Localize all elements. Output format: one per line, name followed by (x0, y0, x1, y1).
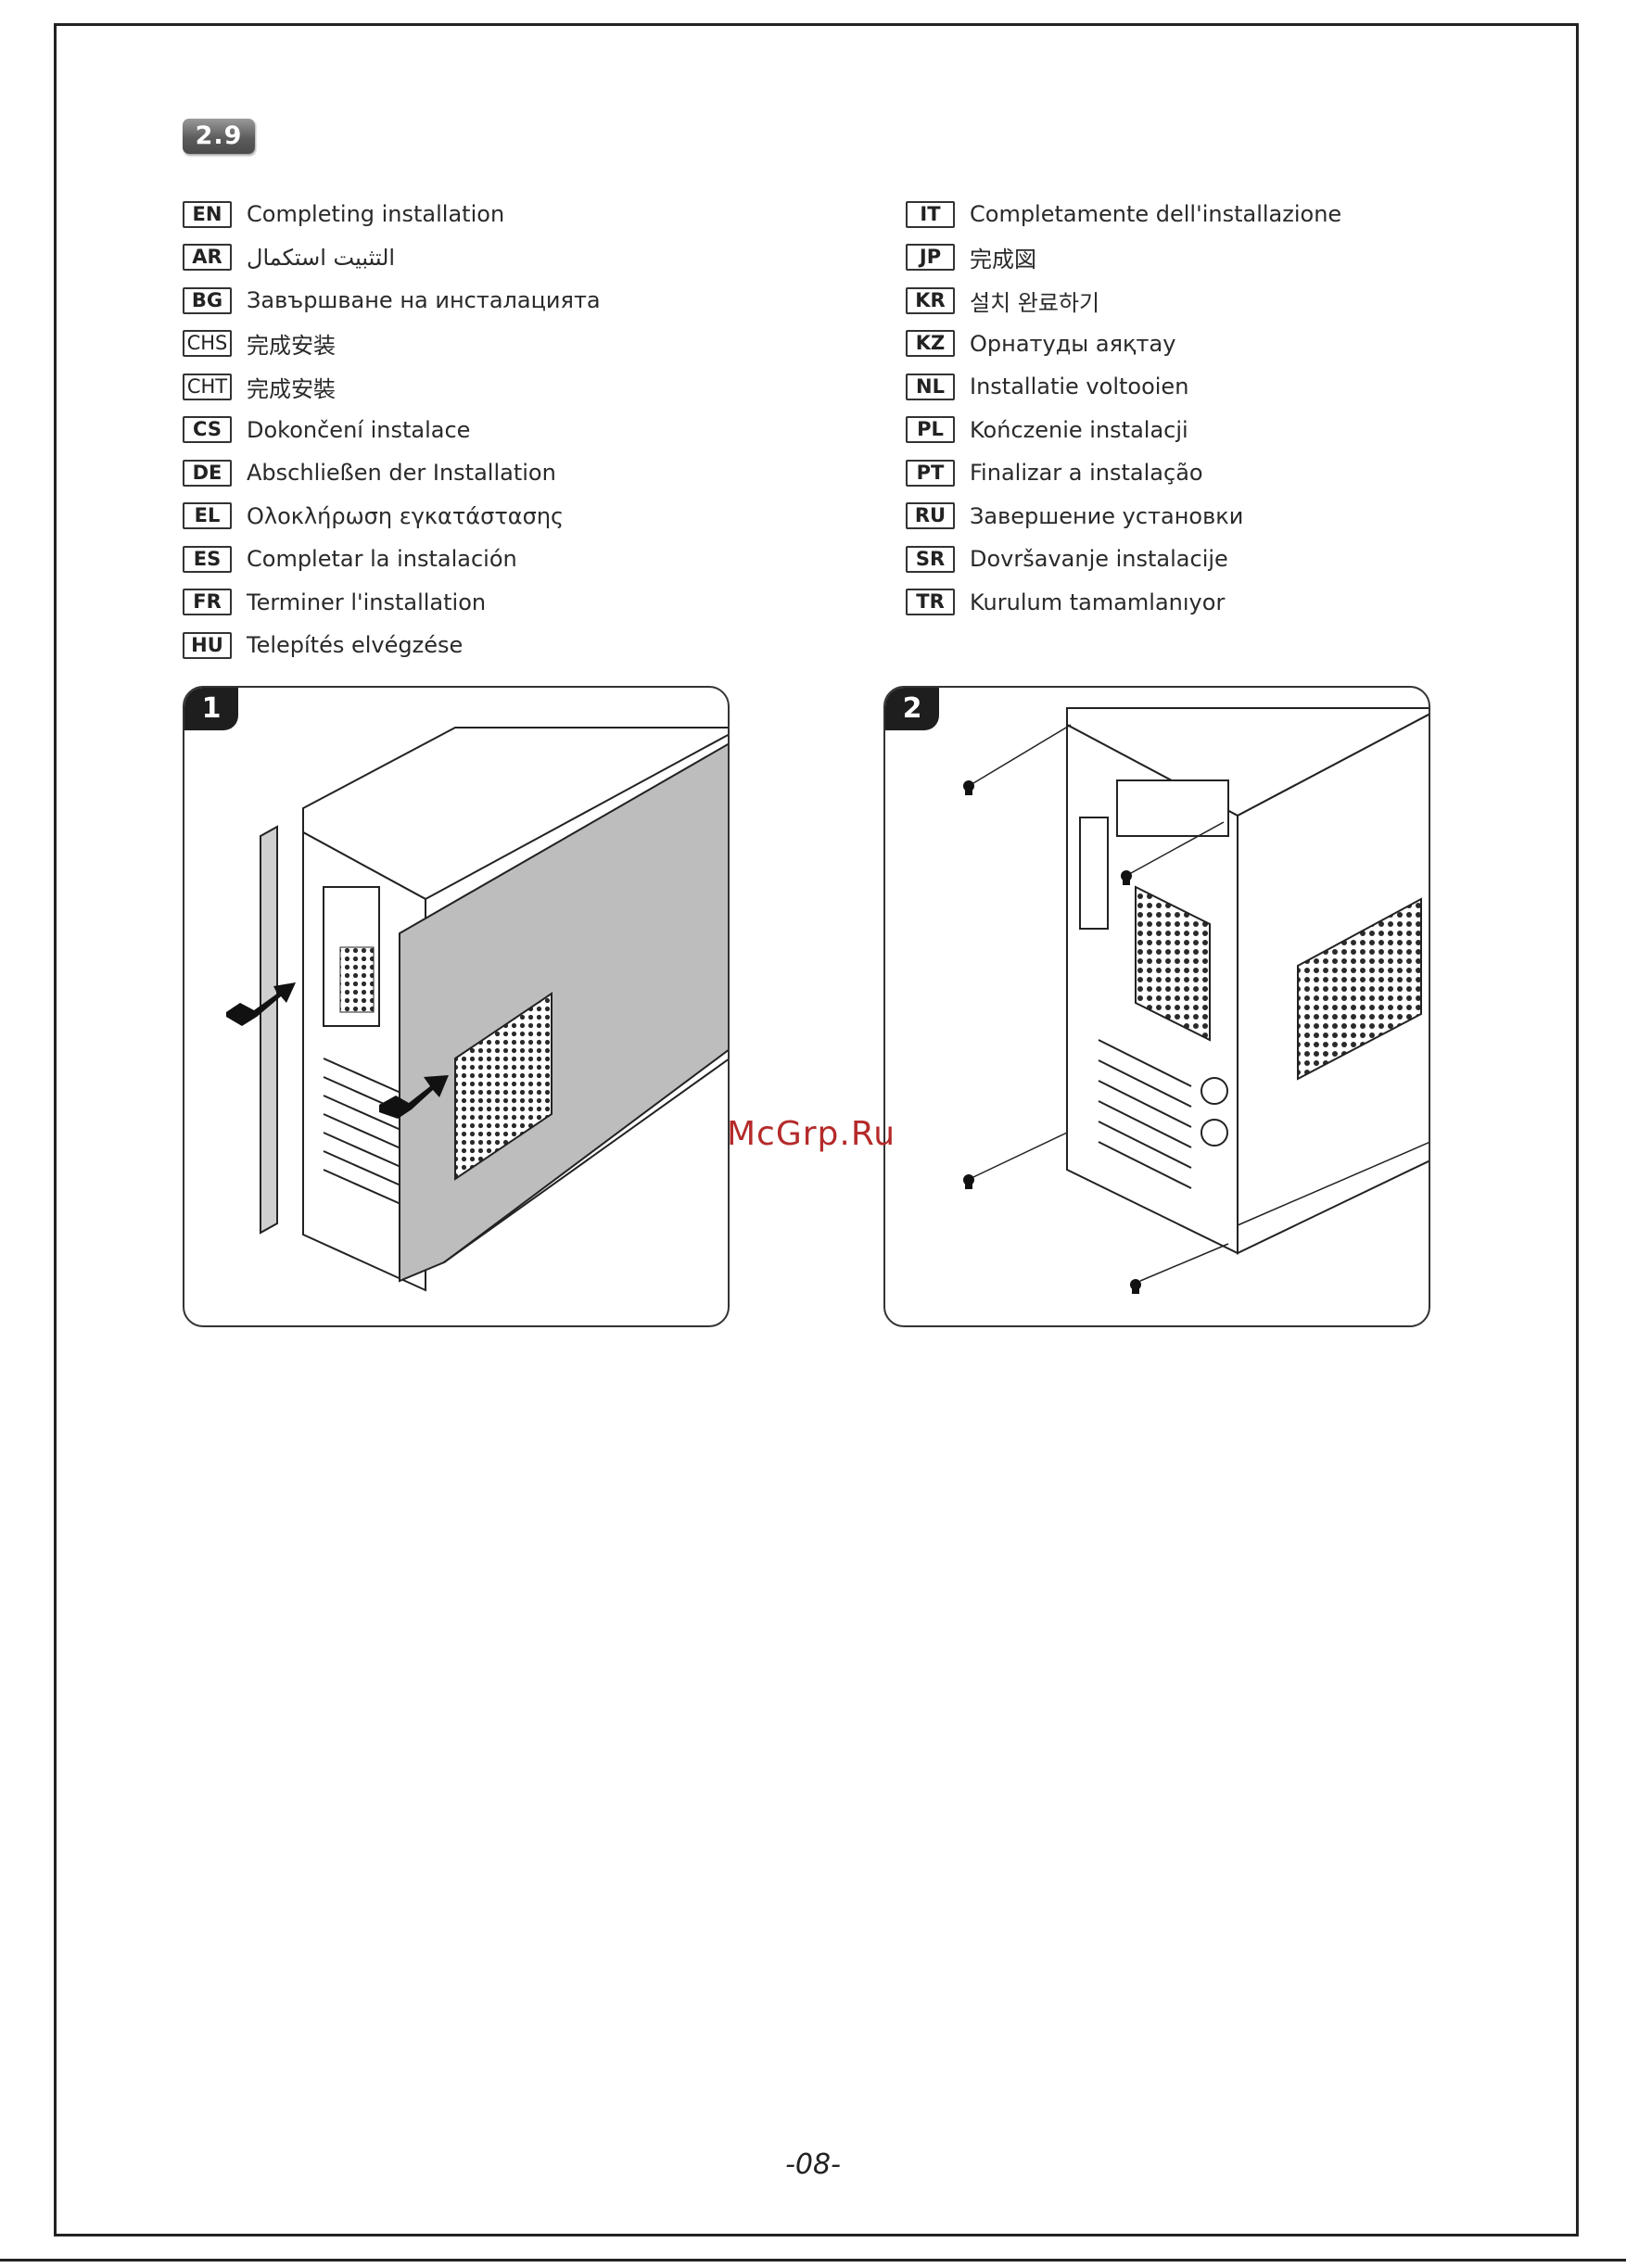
language-text: Завершение установки (970, 502, 1244, 529)
expansion-slots (1098, 1039, 1192, 1189)
language-code: EL (183, 502, 232, 530)
language-text: 完成安装 (247, 333, 336, 360)
language-row: IT Completamente dell'installazione (906, 193, 1341, 236)
io-panel (1079, 817, 1109, 930)
language-text: Dovršavanje instalacije (970, 546, 1228, 573)
language-text: 完成安裝 (247, 375, 336, 402)
grommet (1200, 1077, 1228, 1105)
language-row: FR Terminer l'installation (183, 581, 601, 625)
rear-fan-mesh (1135, 885, 1211, 1042)
side-mesh-vent (1297, 897, 1422, 1081)
language-code: SR (906, 545, 955, 573)
page-number: -08- (785, 2148, 841, 2181)
language-code: IT (906, 200, 955, 228)
language-list-left: EN Completing installation AR التثبيت استك… (183, 193, 601, 667)
language-code: FR (183, 589, 232, 616)
language-code: PT (906, 459, 955, 487)
language-list-right: IT Completamente dell'installazione JP 完成図… (906, 193, 1341, 624)
language-code: BG (183, 286, 232, 314)
case-interior (302, 830, 426, 1292)
language-text: Installatie voltooien (970, 374, 1189, 400)
language-text: Abschließen der Installation (247, 460, 556, 487)
arrow-icon (226, 982, 296, 1026)
language-code: KZ (906, 330, 955, 358)
language-text: Completar la instalación (247, 546, 517, 573)
language-code: HU (183, 631, 232, 659)
language-code: AR (183, 244, 232, 272)
language-code: TR (906, 589, 955, 616)
screw-icon (963, 780, 974, 795)
language-row: HU Telepítés elvégzése (183, 624, 601, 667)
language-code: JP (906, 244, 955, 272)
step-2-illustration (963, 707, 1429, 1294)
language-row: KR 설치 완료하기 (906, 279, 1341, 323)
language-code: CHS (183, 330, 232, 358)
language-row: CHT 完成安裝 (183, 365, 601, 409)
language-text: Completamente dell'installazione (970, 201, 1342, 228)
language-row: BG Завършване на инсталацията (183, 279, 601, 323)
expansion-slots (323, 1058, 408, 1208)
language-text: التثبيت استكمال (247, 244, 396, 271)
language-text: Finalizar a instalação (970, 460, 1203, 487)
language-row: SR Dovršavanje instalacije (906, 538, 1341, 581)
grommet (1200, 1119, 1228, 1147)
language-text: Kurulum tamamlanıyor (970, 589, 1226, 615)
language-text: Telepítés elvégzése (247, 632, 464, 659)
step-number: 2 (885, 688, 939, 730)
language-text: Завършване на инсталацията (247, 287, 601, 314)
language-text: Kończenie instalacji (970, 416, 1188, 443)
language-code: NL (906, 373, 955, 400)
psu-bay (1116, 779, 1229, 837)
language-row: TR Kurulum tamamlanıyor (906, 581, 1341, 625)
language-code: CS (183, 416, 232, 444)
language-row: CHS 完成安装 (183, 323, 601, 366)
language-row: AR التثبيت استكمال (183, 236, 601, 280)
language-code: ES (183, 545, 232, 573)
language-text: Terminer l'installation (247, 589, 487, 615)
language-code: EN (183, 200, 232, 228)
step-1-panel: 1 (183, 686, 730, 1327)
step-2-panel: 2 (883, 686, 1430, 1327)
language-row: EL Ολοκλήρωση εγκατάστασης (183, 495, 601, 538)
arrow-icon (379, 1075, 449, 1119)
language-text: 完成図 (970, 247, 1036, 273)
language-row: EN Completing installation (183, 193, 601, 236)
language-text: Ολοκλήρωση εγκατάστασης (247, 502, 565, 529)
language-text: Completing installation (247, 201, 505, 228)
screw-icon (963, 1174, 974, 1189)
step-1-illustration (226, 727, 728, 1292)
language-row: PL Kończenie instalacji (906, 409, 1341, 452)
language-code: PL (906, 416, 955, 444)
watermark-text: McGrp.Ru (727, 1115, 896, 1153)
screw-arrows (972, 724, 1229, 1282)
language-code: CHT (183, 373, 232, 400)
language-row: DE Abschließen der Installation (183, 451, 601, 495)
language-text: Dokončení instalace (247, 416, 471, 443)
bottom-rule (0, 2259, 1626, 2262)
language-row: ES Completar la instalación (183, 538, 601, 581)
language-code: KR (906, 286, 955, 314)
screw-icon (1121, 870, 1132, 885)
language-row: KZ Орнатуды аяқтау (906, 323, 1341, 366)
interior-bracket (323, 886, 380, 1027)
step-number: 1 (184, 688, 238, 730)
language-code: RU (906, 502, 955, 530)
rear-fan-mesh (339, 946, 375, 1013)
language-code: DE (183, 459, 232, 487)
rear-bezel (260, 825, 278, 1235)
language-row: JP 完成図 (906, 236, 1341, 280)
screw-icon (1130, 1279, 1141, 1294)
language-text: Орнатуды аяқтау (970, 330, 1176, 357)
section-badge: 2.9 (183, 119, 255, 154)
language-row: NL Installatie voltooien (906, 365, 1341, 409)
language-row: RU Завершение установки (906, 495, 1341, 538)
language-row: PT Finalizar a instalação (906, 451, 1341, 495)
page-frame (54, 23, 1579, 2236)
language-text: 설치 완료하기 (970, 289, 1100, 316)
language-row: CS Dokončení instalace (183, 409, 601, 452)
side-mesh-vent (454, 992, 553, 1181)
